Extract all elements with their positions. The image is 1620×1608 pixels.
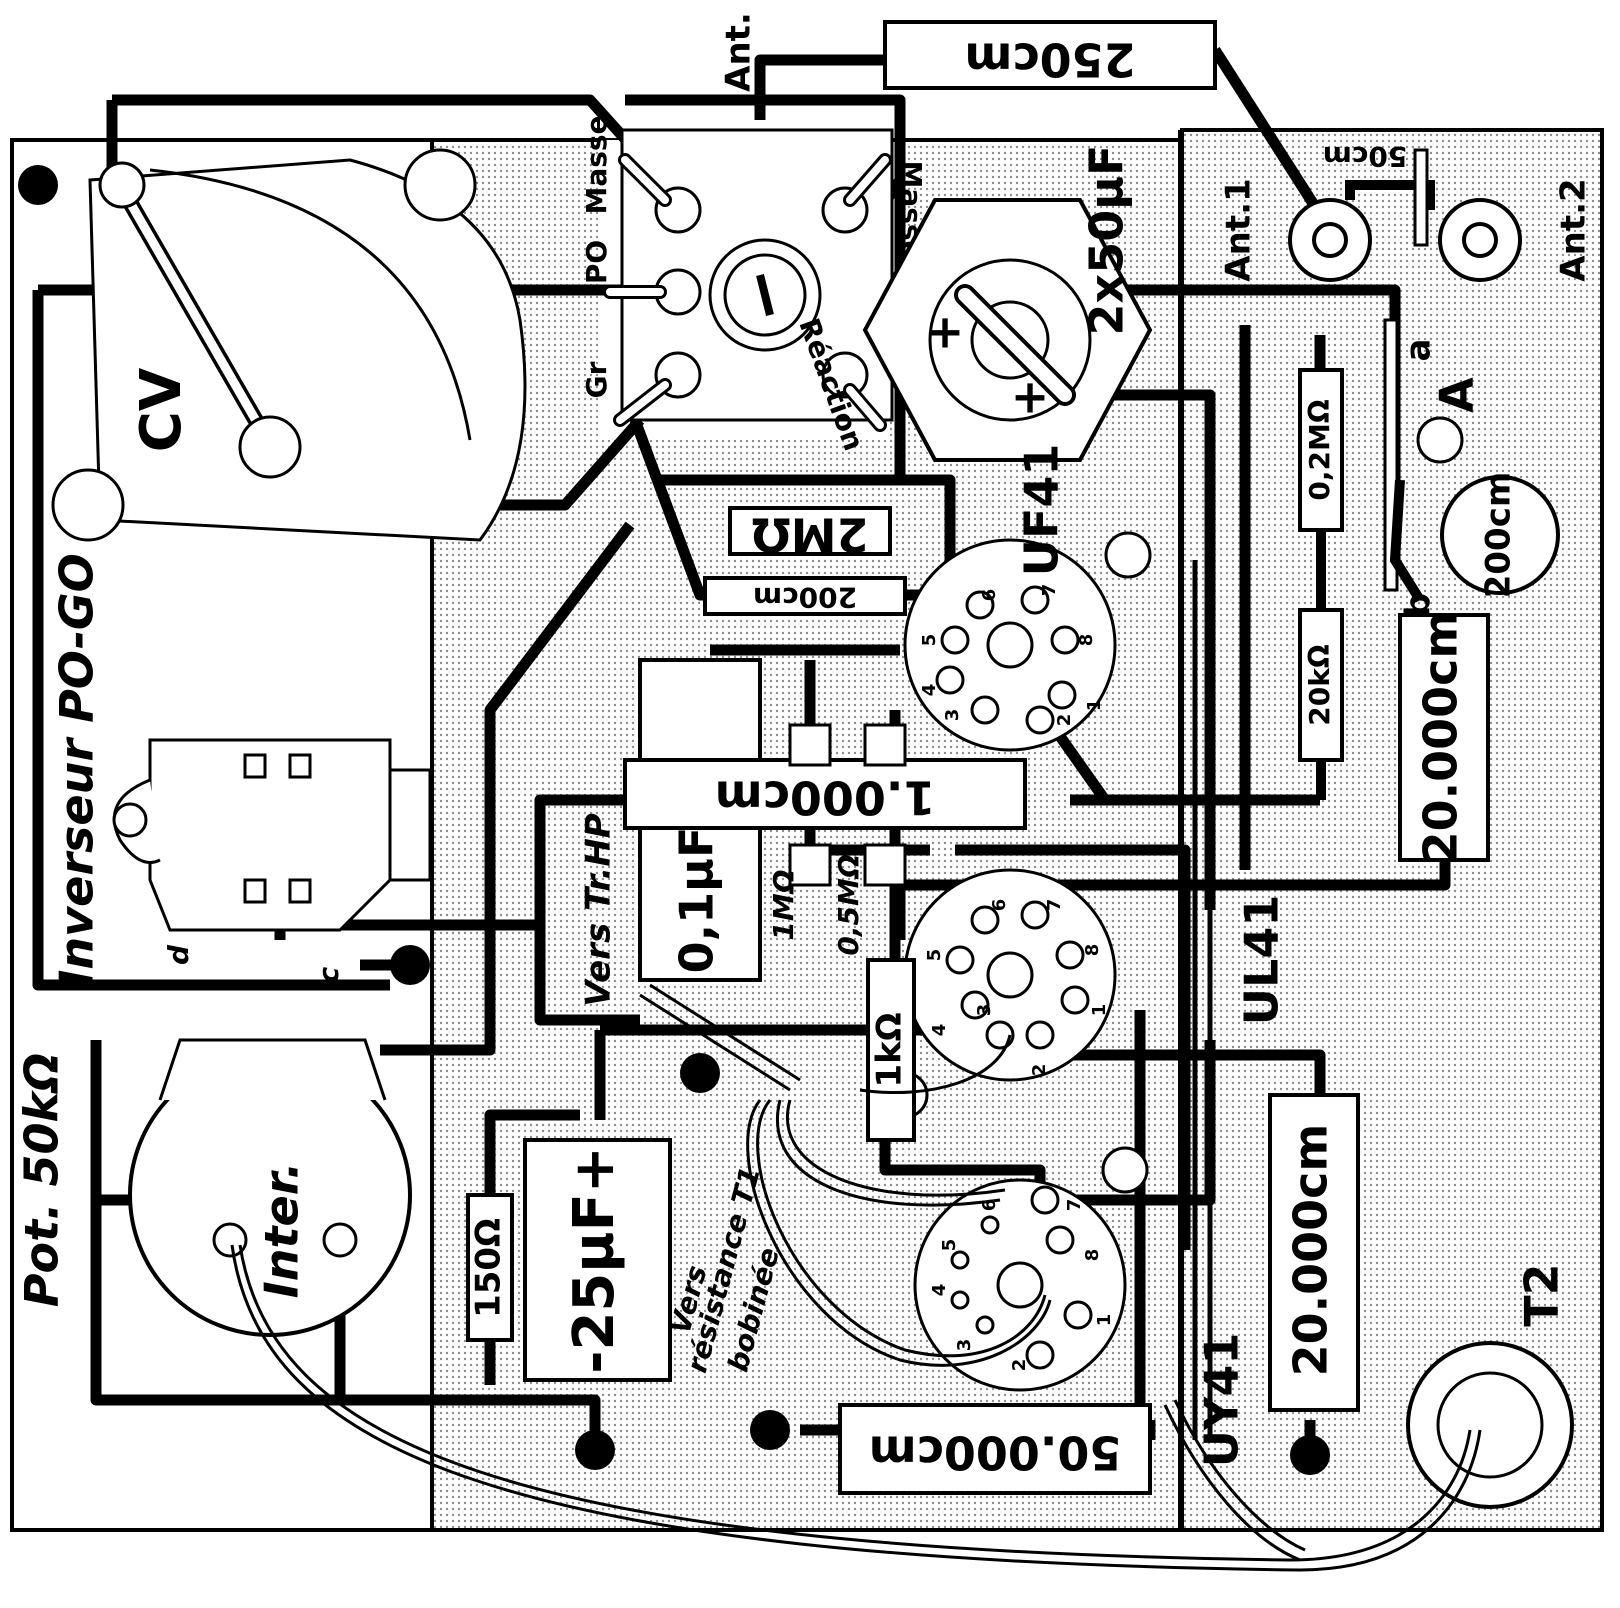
- label-plus-2: +: [1011, 370, 1050, 424]
- label-uf41: UF41: [1015, 444, 1069, 577]
- label-plus-1: +: [926, 305, 965, 359]
- pin-label-2: 2: [1054, 714, 1075, 727]
- ul41-pin-1: 1: [1089, 1004, 1110, 1017]
- label-1m: 1MΩ: [767, 869, 800, 940]
- pin-label-7: 7: [1039, 584, 1060, 597]
- bus-lines: [1192, 560, 1213, 1440]
- label-ul41: UL41: [1235, 895, 1289, 1026]
- ground-points: [18, 165, 1330, 1475]
- potentiometer-50k: Inter.: [128, 1038, 412, 1337]
- label-ant1: Ant.1: [1219, 178, 1259, 281]
- electrolytic-25uf: -25µF+: [523, 1138, 672, 1382]
- label-20000-bottom: 20.000cm: [1284, 1124, 1338, 1377]
- inverseur-po-go: d c: [112, 738, 432, 983]
- uy41-pin-5: 5: [939, 1239, 960, 1252]
- label-cv: CV: [129, 367, 194, 452]
- uy41-pin-8: 8: [1082, 1249, 1103, 1262]
- resistor-150: 150Ω: [466, 1193, 514, 1342]
- antenna-sockets: Ant.1 Ant.2 50cm: [1219, 140, 1594, 282]
- capacitor-250cm: 250cm: [883, 20, 1217, 90]
- capacitor-1000cm: 1.000cm: [623, 758, 1027, 830]
- label-20k: 20kΩ: [1303, 644, 1336, 726]
- label-masse-left: Masse: [580, 115, 613, 214]
- pin-label-8: 8: [1076, 634, 1097, 647]
- label-1k: 1kΩ: [870, 1012, 910, 1087]
- label-200cm-small: 200cm: [753, 581, 857, 614]
- ground-dot: [680, 1053, 720, 1093]
- electrolytic-2x50uf: + + 2x50µF: [862, 145, 1153, 462]
- ul41-pin-2: 2: [1029, 1064, 1050, 1077]
- ground-dot: [1290, 1435, 1330, 1475]
- label-pot-50k: Pot. 50kΩ: [15, 1053, 69, 1308]
- pin-label-1: 1: [1084, 699, 1105, 712]
- pin-label-6: 6: [979, 589, 1000, 602]
- pin-label-5: 5: [919, 634, 940, 647]
- ground-dot: [575, 1430, 615, 1470]
- label-gr: Gr: [580, 361, 613, 398]
- uy41-pin-4: 4: [929, 1284, 950, 1297]
- uy41-pin-7: 7: [1064, 1199, 1085, 1212]
- label-t2: T2: [1515, 1263, 1569, 1326]
- ground-dot: [18, 165, 58, 205]
- tube-socket-uf41: 1 2 3 4 5 6 7 8 UF41: [903, 444, 1152, 752]
- ul41-pin-6: 6: [989, 899, 1010, 912]
- ul41-pin-5: 5: [924, 949, 945, 962]
- label-2x50uf: 2x50µF: [1080, 145, 1134, 336]
- uy41-pin-2: 2: [1009, 1359, 1030, 1372]
- label-inverseur: Inverseur PO-GO: [50, 553, 104, 986]
- label-inverseur-d: d: [162, 944, 195, 965]
- capacitor-50000cm: 50.000cm: [838, 1403, 1152, 1495]
- label-inter: Inter.: [255, 1162, 309, 1299]
- capacitor-20000cm-top: 20.000cm: [1398, 611, 1490, 864]
- resistor-2m: 2MΩ: [728, 506, 892, 562]
- ul41-pin-8: 8: [1082, 944, 1103, 957]
- tube-socket-uy41: 1 2 3 4 5 6 7 8 UY41: [913, 1146, 1249, 1468]
- label-vers-tr-hp: Vers Tr.HP: [579, 813, 619, 1006]
- label-a-small: a: [1399, 339, 1439, 362]
- uy41-pin-3: 3: [954, 1339, 975, 1352]
- label-A: A: [1430, 377, 1484, 413]
- detector-network: 0,2MΩ 20kΩ 200cm a A b: [1298, 318, 1560, 800]
- small-resistor-pair: [788, 723, 907, 887]
- capacitor-20000cm-bottom: 20.000cm: [1268, 1093, 1360, 1412]
- variable-capacitor-cv: CV: [51, 148, 527, 542]
- pin-label-4: 4: [919, 684, 940, 697]
- pin-label-3: 3: [942, 709, 963, 722]
- label-50cm: 50cm: [1323, 140, 1408, 173]
- label-250cm: 250cm: [964, 33, 1135, 87]
- ul41-pin-3: 3: [974, 1004, 995, 1017]
- label-ant2: Ant.2: [1554, 178, 1594, 281]
- label-po: PO: [580, 240, 613, 284]
- ul41-pin-7: 7: [1044, 899, 1065, 912]
- label-0-1uf: 0,1µF: [670, 827, 724, 974]
- label-25uf: -25µF+: [562, 1146, 627, 1374]
- label-0-2m: 0,2MΩ: [1303, 399, 1336, 500]
- twisted-leads: [230, 983, 1482, 1572]
- label-150: 150Ω: [469, 1218, 509, 1318]
- label-20000-top: 20.000cm: [1414, 611, 1468, 864]
- label-2m: 2MΩ: [752, 508, 869, 562]
- label-inverseur-c: c: [312, 966, 345, 983]
- label-50000cm: 50.000cm: [869, 1426, 1122, 1480]
- ground-dot: [750, 1410, 790, 1450]
- label-ant: Ant.: [719, 12, 759, 92]
- capacitor-200cm-small: 200cm: [703, 576, 907, 616]
- ul41-pin-4: 4: [929, 1024, 950, 1037]
- ground-dot: [390, 945, 430, 985]
- label-0-5m: 0,5MΩ: [832, 854, 865, 955]
- label-uy41: UY41: [1195, 1333, 1249, 1468]
- resistor-1k: 1kΩ: [866, 958, 916, 1142]
- uy41-pin-1: 1: [1094, 1314, 1115, 1327]
- label-1000cm: 1.000cm: [715, 771, 936, 825]
- label-200cm-disc: 200cm: [1479, 472, 1519, 599]
- coil-block: Masse Masse PO Gr Réaction: [580, 115, 928, 455]
